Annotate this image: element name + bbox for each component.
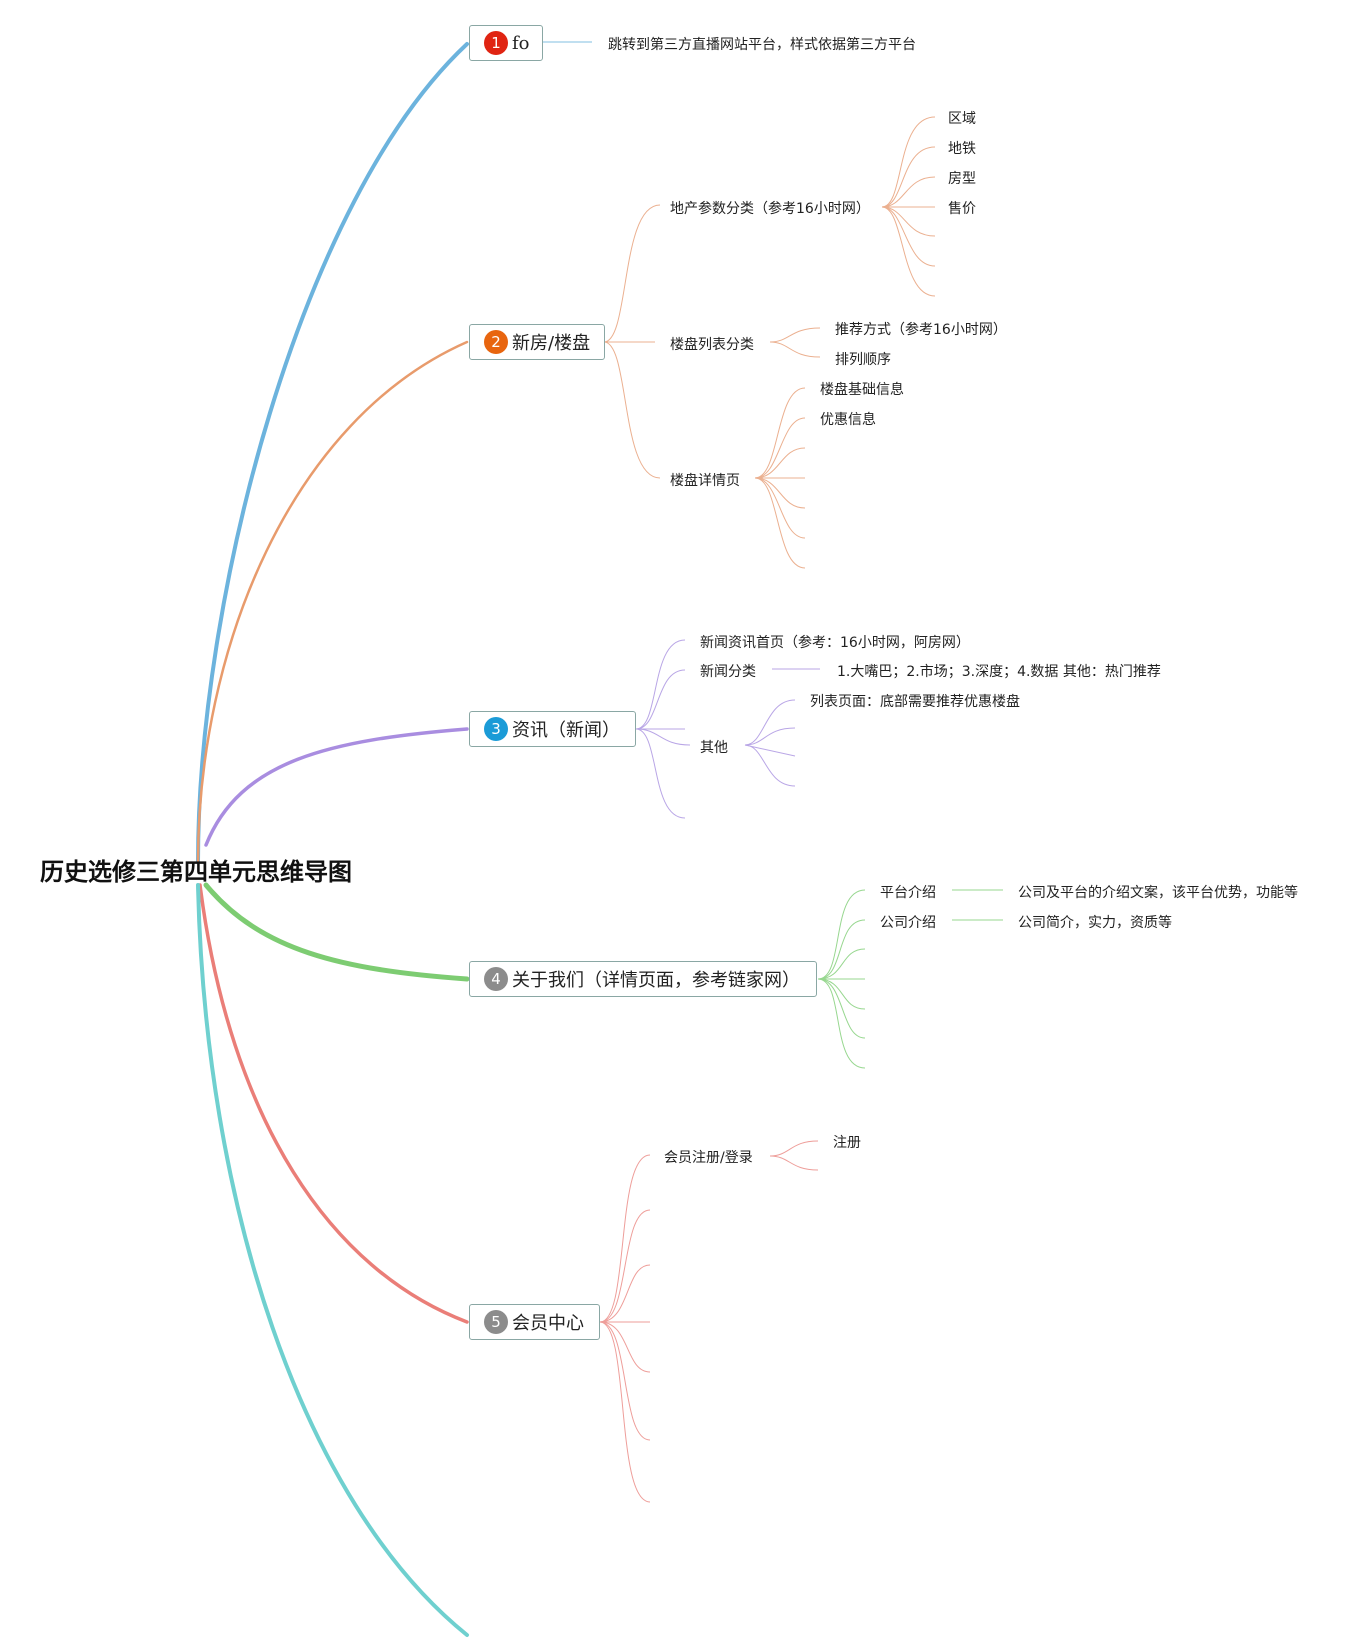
number-badge-4: 4 xyxy=(484,967,508,991)
leaf-label[interactable]: 地铁 xyxy=(948,141,976,157)
main-topic-label: fo xyxy=(512,32,530,54)
leaf-label[interactable]: 优惠信息 xyxy=(820,412,876,428)
leaf-label[interactable]: 排列顺序 xyxy=(835,352,891,368)
main-branch-line-6 xyxy=(196,883,469,1637)
subtopic-label[interactable]: 新闻资讯首页（参考：16小时网，阿房网） xyxy=(700,635,970,651)
main-topic-label: 资讯（新闻） xyxy=(512,720,620,741)
main-topic-1[interactable]: 1 fo xyxy=(469,25,543,61)
number-badge-1: 1 xyxy=(484,31,508,55)
leaf-label[interactable]: 列表页面：底部需要推荐优惠楼盘 xyxy=(810,694,1020,710)
leaf-label[interactable]: 房型 xyxy=(948,171,976,187)
main-topic-label: 会员中心 xyxy=(512,1313,584,1334)
number-badge-5: 5 xyxy=(484,1310,508,1334)
main-topic-4[interactable]: 4 关于我们（详情页面，参考链家网） xyxy=(469,961,817,997)
subtopic-label[interactable]: 其他 xyxy=(700,740,728,756)
subtopic-label[interactable]: 楼盘详情页 xyxy=(670,473,740,489)
leaf-label[interactable]: 公司及平台的介绍文案，该平台优势，功能等 xyxy=(1018,885,1298,901)
leaf-label[interactable]: 楼盘基础信息 xyxy=(820,382,904,398)
main-branch-line-2 xyxy=(196,340,469,864)
main-topic-5[interactable]: 5 会员中心 xyxy=(469,1304,600,1340)
number-badge-3: 3 xyxy=(484,717,508,741)
main-topic-label: 新房/楼盘 xyxy=(512,333,591,354)
leaf-label[interactable]: 推荐方式（参考16小时网） xyxy=(835,322,1007,338)
main-topic-3[interactable]: 3 资讯（新闻） xyxy=(469,711,636,747)
subtopic-label[interactable]: 楼盘列表分类 xyxy=(670,337,754,353)
leaf-label[interactable]: 公司简介，实力，资质等 xyxy=(1018,915,1172,931)
main-topic-label: 关于我们（详情页面，参考链家网） xyxy=(512,970,800,991)
leaf-label[interactable]: 注册 xyxy=(833,1135,861,1151)
central-topic[interactable]: 历史选修三第四单元思维导图 xyxy=(40,858,352,886)
leaf-label[interactable]: 1.大嘴巴；2.市场；3.深度；4.数据 其他：热门推荐 xyxy=(837,664,1161,680)
leaf-label[interactable]: 区域 xyxy=(948,111,976,127)
subtopic-label[interactable]: 地产参数分类（参考16小时网） xyxy=(670,201,870,217)
subtopic-label[interactable]: 平台介绍 xyxy=(880,885,936,901)
subtopic-label[interactable]: 新闻分类 xyxy=(700,664,756,680)
main-branch-line-4 xyxy=(203,882,470,982)
leaf-label[interactable]: 售价 xyxy=(948,201,976,217)
subtopic-label[interactable]: 跳转到第三方直播网站平台，样式依据第三方平台 xyxy=(608,37,916,53)
main-branch-line-1 xyxy=(196,42,469,864)
main-topic-2[interactable]: 2 新房/楼盘 xyxy=(469,324,605,360)
number-badge-2: 2 xyxy=(484,330,508,354)
main-branch-line-3 xyxy=(204,727,469,847)
main-branch-line-5 xyxy=(198,883,469,1324)
subtopic-label[interactable]: 会员注册/登录 xyxy=(664,1150,753,1166)
subtopic-label[interactable]: 公司介绍 xyxy=(880,915,936,931)
